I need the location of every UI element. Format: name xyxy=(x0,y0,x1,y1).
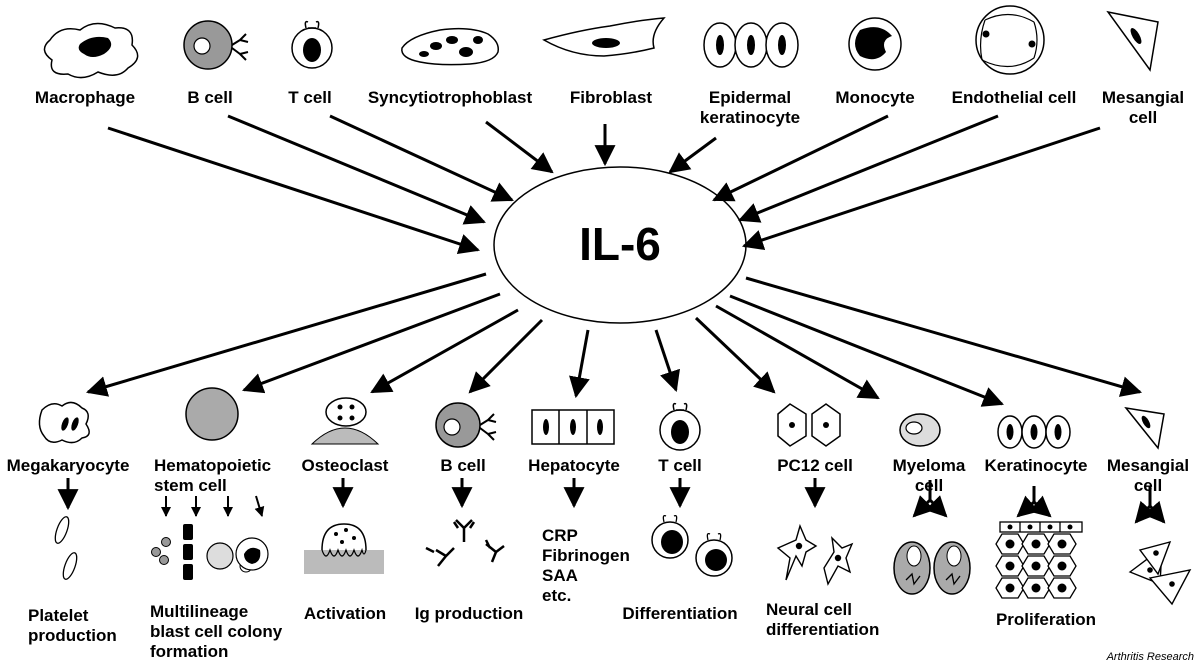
source-label-epidermal-keratinocyte: Epidermal keratinocyte xyxy=(699,88,801,127)
effect-label-proliferation: Proliferation xyxy=(995,610,1097,629)
target-label-megakaryocyte: Megakaryocyte xyxy=(6,456,130,475)
blast-colonies-icon xyxy=(151,524,269,580)
b-cell-icon xyxy=(183,20,249,70)
source-label-t-cell: T cell xyxy=(288,88,332,107)
arrow-to-b-cell xyxy=(468,318,544,394)
differentiated-t-cells-icon xyxy=(651,514,733,577)
target-label-hematopoietic: Hematopoietic stem cell xyxy=(154,456,272,495)
arrow-endothelial xyxy=(738,114,999,223)
effect-label-differentiation: Differentiation xyxy=(622,604,738,623)
source-credit: Arthritis Research xyxy=(1106,651,1194,663)
arrow-to-keratinocyte xyxy=(729,294,1004,407)
effect-label-ig-production: Ig production xyxy=(414,604,524,623)
source-label-macrophage: Macrophage xyxy=(34,88,136,107)
il6-title: IL-6 xyxy=(579,218,661,270)
pc12-cell-icon xyxy=(777,403,841,447)
outgoing-arrows xyxy=(85,272,1143,407)
hematopoietic-stem-cell-icon xyxy=(185,387,239,441)
arrow-monocyte xyxy=(712,114,889,202)
target-label-mesangial-cell: Mesangial cell xyxy=(1106,456,1190,495)
source-label-fibroblast: Fibroblast xyxy=(569,88,653,107)
osteoclast-icon xyxy=(310,397,380,445)
mesangial-target-icon xyxy=(1124,406,1165,450)
target-label-b-cell: B cell xyxy=(440,456,486,475)
arrow-to-hepatocyte xyxy=(569,329,590,399)
effect-label-acute-phase: CRP Fibrinogen SAA etc. xyxy=(542,526,630,605)
mesangial-proliferation-icon xyxy=(1128,540,1192,606)
arrow-to-pc12 xyxy=(694,316,776,394)
incoming-arrows xyxy=(107,114,1101,255)
effect-label-platelet-production: Platelet production xyxy=(28,606,117,645)
source-label-syncytiotrophoblast: Syncytiotrophoblast xyxy=(367,88,533,107)
myeloma-cell-icon xyxy=(899,413,941,447)
source-label-monocyte: Monocyte xyxy=(835,88,915,107)
arrow-epidermal-keratinocyte xyxy=(668,136,717,174)
source-label-endothelial-cell: Endothelial cell xyxy=(951,88,1077,107)
macrophage-icon xyxy=(43,22,139,79)
target-label-keratinocyte: Keratinocyte xyxy=(984,456,1088,475)
arrow-t-cell-src xyxy=(329,114,514,202)
b-cell-target-icon xyxy=(435,402,497,448)
target-label-hepatocyte: Hepatocyte xyxy=(528,456,620,475)
arrow-to-myeloma xyxy=(715,304,880,400)
target-label-t-cell: T cell xyxy=(658,456,702,475)
t-cell-icon xyxy=(291,20,333,69)
neural-cells-icon xyxy=(776,523,854,586)
myeloma-proliferation-icon xyxy=(893,541,971,595)
monocyte-icon xyxy=(848,17,902,71)
arrow-to-megakaryocyte xyxy=(85,272,487,397)
megakaryocyte-icon xyxy=(38,401,90,444)
mesangial-cell-icon xyxy=(1106,10,1159,72)
target-label-myeloma-cell: Myeloma cell xyxy=(892,456,966,495)
arrow-to-mesangial xyxy=(745,276,1143,397)
platelets-icon xyxy=(54,516,78,580)
syncytiotrophoblast-icon xyxy=(401,27,500,66)
forked-arrows xyxy=(912,480,1166,524)
t-cell-target-icon xyxy=(659,402,701,451)
effect-label-neural-differentiation: Neural cell differentiation xyxy=(766,600,880,639)
arrow-macrophage xyxy=(107,126,480,255)
endothelial-cell-icon xyxy=(975,5,1045,75)
arrow-b-cell-src xyxy=(227,114,486,225)
target-label-osteoclast: Osteoclast xyxy=(301,456,389,475)
arrow-syncytiotrophoblast xyxy=(485,120,554,174)
arrow-mesangial-src xyxy=(742,126,1101,251)
hepatocyte-icon xyxy=(531,409,615,445)
source-label-mesangial-cell: Mesangial cell xyxy=(1101,88,1185,127)
antibodies-icon xyxy=(425,519,505,567)
arrow-to-t-cell xyxy=(654,329,680,392)
source-label-b-cell: B cell xyxy=(187,88,233,107)
keratinocyte-icon xyxy=(997,415,1071,449)
effect-label-activation: Activation xyxy=(303,604,387,623)
effect-label-multilineage: Multilineage blast cell colony formation xyxy=(150,602,283,661)
keratinocyte-proliferation-icon xyxy=(995,521,1083,599)
hematopoietic-small-arrows xyxy=(161,495,265,517)
epidermal-keratinocyte-icon xyxy=(703,22,799,68)
target-label-pc12-cell: PC12 cell xyxy=(777,456,853,475)
arrow-to-hematopoietic xyxy=(242,292,501,394)
fibroblast-icon xyxy=(542,17,666,57)
activation-icon xyxy=(304,523,384,574)
arrow-to-osteoclast xyxy=(370,308,519,394)
downward-arrows xyxy=(57,478,826,511)
